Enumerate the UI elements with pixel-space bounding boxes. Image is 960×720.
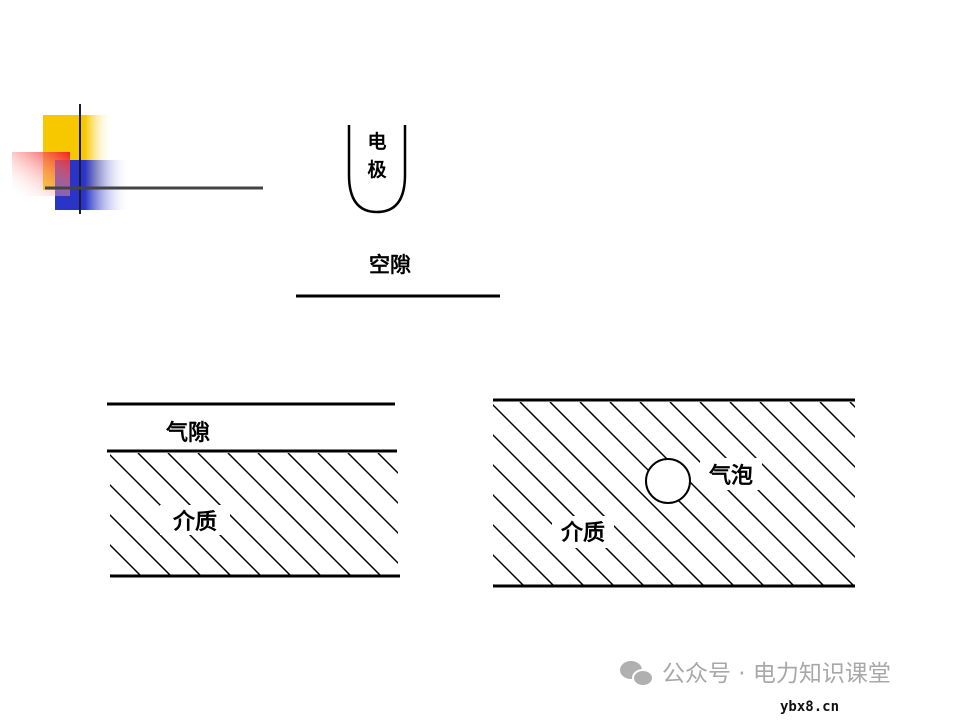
bubble-medium-diagram: 气泡 介质 (493, 398, 855, 588)
medium-label-right: 介质 (560, 520, 605, 546)
hatch-line (110, 543, 141, 575)
hatch-line (110, 483, 201, 575)
electrode: 电 极 (347, 125, 407, 214)
decor-squares (12, 104, 830, 214)
electrode-label-2: 极 (367, 158, 387, 181)
hatch-line (759, 402, 855, 499)
watermark-text: 公众号 · 电力知识课堂 (662, 661, 891, 687)
hatch-line (493, 553, 524, 585)
electrode-label-1: 电 (367, 130, 386, 153)
hatch-line (789, 402, 855, 469)
air-gap-medium-diagram: 气隙 介质 (107, 402, 400, 578)
hatch-line (493, 433, 644, 585)
hatch-line (493, 523, 554, 585)
hatch-line (549, 402, 734, 585)
hatch-line (317, 453, 398, 535)
hatch-line (729, 402, 855, 529)
hatch-line (849, 402, 855, 409)
bubble-label: 气泡 (708, 463, 753, 489)
watermark: 公众号 · 电力知识课堂 (620, 660, 891, 688)
gap-label: 空隙 (369, 253, 411, 277)
hatch-line (699, 402, 855, 559)
hatch-line (669, 402, 854, 585)
hatch-line (287, 453, 398, 565)
hatch-line (197, 453, 321, 575)
hatch-line (819, 402, 855, 439)
medium-label-left: 介质 (172, 509, 217, 535)
air-gap-label: 气隙 (165, 420, 210, 446)
hatch-line (519, 402, 704, 585)
hatch-line (110, 573, 111, 575)
hatch-line (493, 493, 584, 585)
hatch-line (377, 453, 398, 475)
hatch-line (493, 403, 674, 585)
hatch-line (227, 453, 351, 575)
hatch-line (493, 583, 494, 585)
site-watermark: ybx8.cn (780, 699, 840, 715)
hatch-line (609, 402, 794, 585)
hatch-line (347, 453, 398, 505)
hatch-line (639, 402, 824, 585)
wechat-icon (620, 661, 654, 687)
hatch-line (257, 453, 381, 575)
hatch-line (493, 463, 614, 585)
hatch-line (110, 513, 171, 575)
